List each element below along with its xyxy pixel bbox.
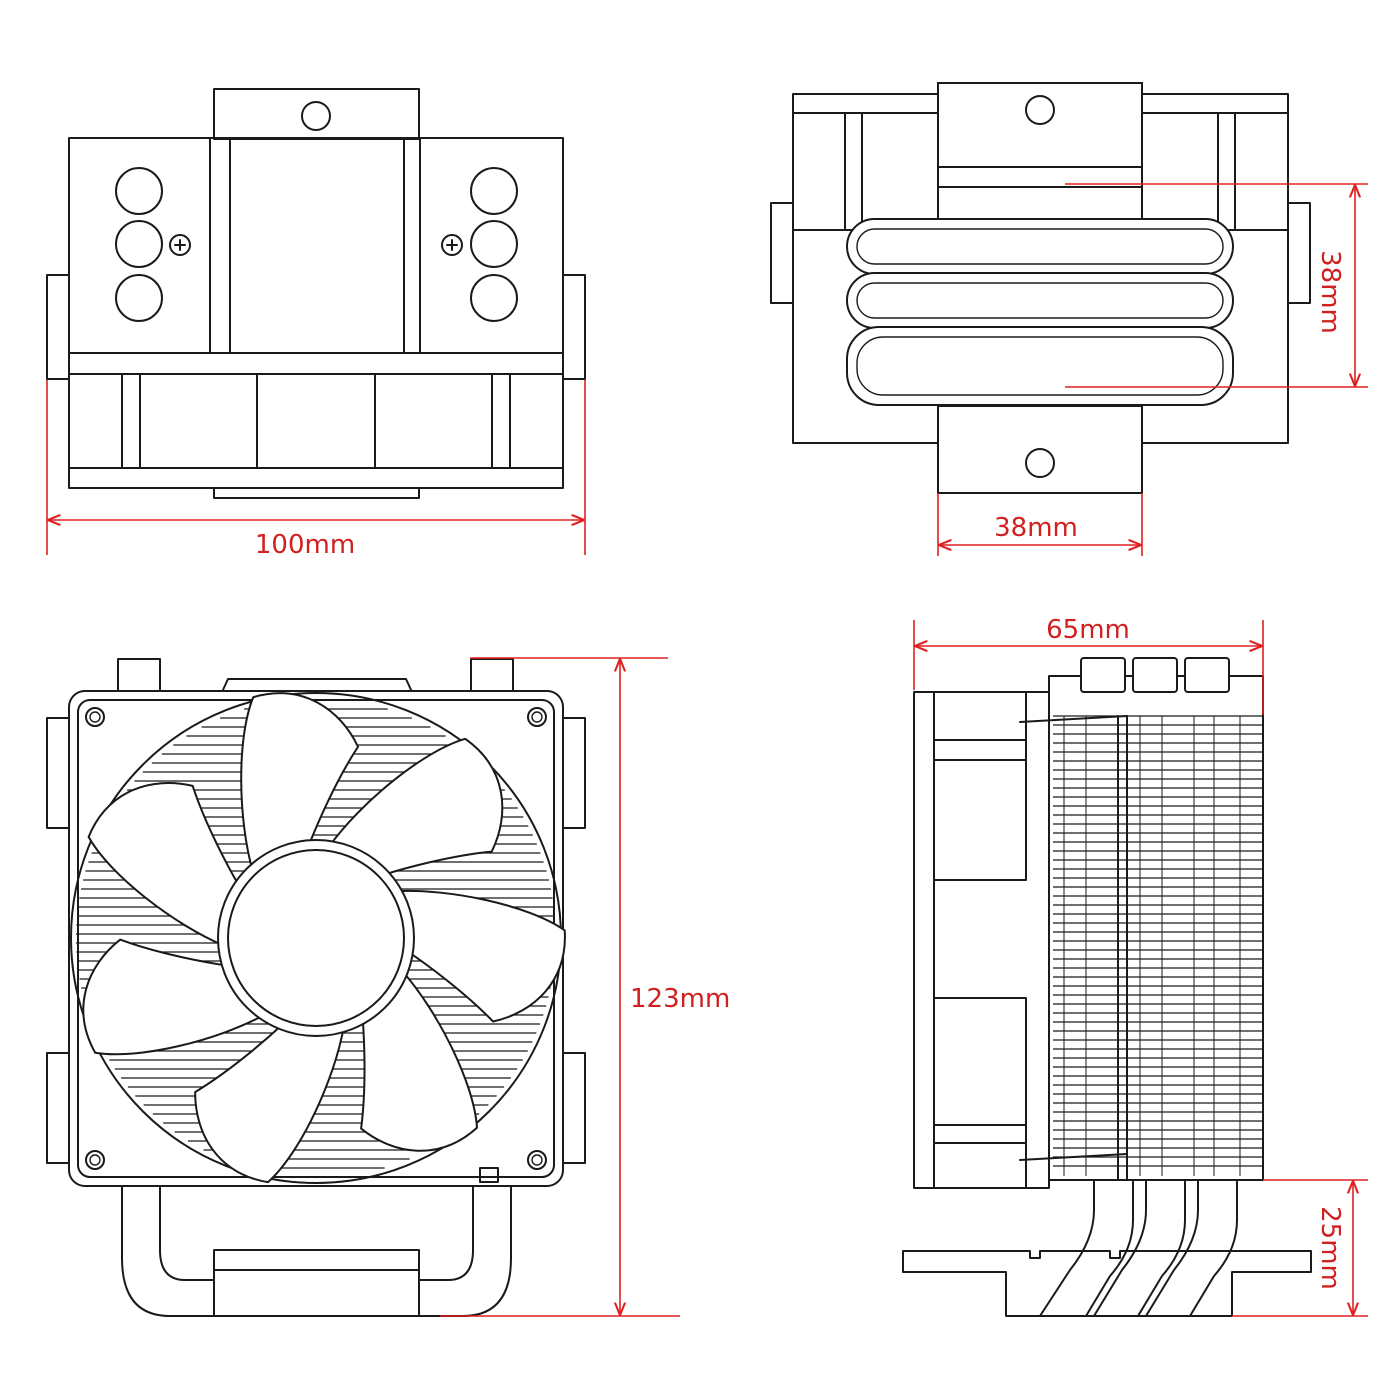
dim-depth-top: 38mm [1065, 183, 1368, 388]
heatpipe-base [121, 1185, 512, 1317]
depth-label: 38mm [1315, 250, 1345, 334]
fan-clip [46, 717, 70, 829]
side-heatpipes [1019, 715, 1128, 1181]
side-fan-hub [933, 997, 1027, 1189]
top-clip-right [1287, 202, 1311, 304]
side-view [902, 657, 1312, 1317]
heatpipe-ends-right [470, 167, 518, 322]
mount-hole [527, 707, 547, 727]
screw-icon [169, 234, 191, 256]
mount-hole [85, 707, 105, 727]
base-clearance-label: 25mm [1315, 1206, 1345, 1290]
front-base-plate [213, 487, 420, 499]
clip-left [46, 274, 70, 380]
height-label: 123mm [630, 984, 730, 1014]
fan-clip [562, 717, 586, 829]
width-label: 100mm [255, 530, 355, 560]
pipe-top-left [117, 658, 161, 692]
mount-hole [85, 1150, 105, 1170]
fan-blades [82, 692, 566, 1184]
heatpipe-loops [846, 218, 1234, 406]
dim-block-width-top: 38mm [937, 493, 1143, 556]
dim-depth-side: 65mm [913, 615, 1264, 715]
top-clip-left [770, 202, 794, 304]
clip-right [562, 274, 586, 380]
screw-icon [441, 234, 463, 256]
side-base [902, 1179, 1312, 1317]
fan-connector [479, 1167, 499, 1183]
pipe-caps [1080, 657, 1230, 693]
fan-top-lip [221, 678, 413, 693]
block-width-label: 38mm [994, 513, 1078, 543]
fan-view [46, 658, 586, 1317]
dim-base-clearance: 25mm [1232, 1179, 1368, 1317]
pipe-top-right [470, 658, 514, 692]
front-mount-plate [213, 88, 420, 140]
mount-hole [301, 101, 331, 131]
mount-hole [527, 1150, 547, 1170]
fan-clip [46, 1052, 70, 1164]
mount-hole [1025, 448, 1055, 478]
mount-hole [1025, 95, 1055, 125]
heatpipe-ends-left [115, 167, 163, 322]
side-depth-label: 65mm [1046, 615, 1130, 645]
front-view [46, 88, 586, 499]
fan-clip [562, 1052, 586, 1164]
top-view [770, 82, 1311, 494]
fan-hub-left [121, 373, 258, 469]
fan-hub-right [374, 373, 511, 469]
dim-height-fan: 123mm [440, 657, 730, 1317]
side-fin-lines [1053, 715, 1263, 1176]
fan-hub [217, 839, 415, 1037]
dim-width-front: 100mm [46, 380, 586, 560]
side-fan-hub [933, 691, 1027, 881]
